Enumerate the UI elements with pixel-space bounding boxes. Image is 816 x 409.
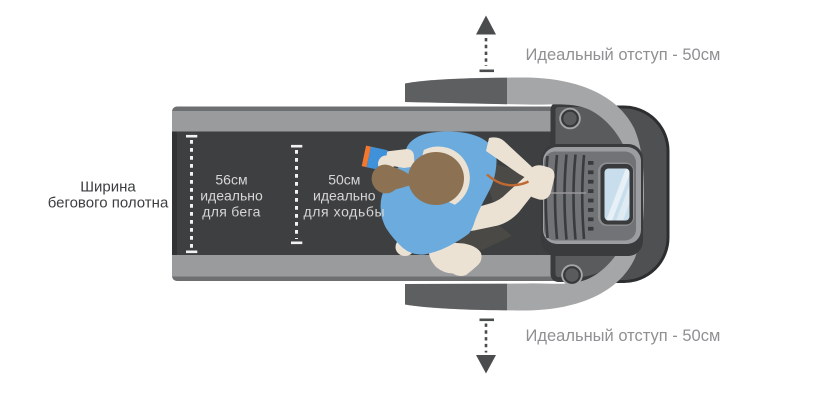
svg-text:бегового полотна: бегового полотна <box>48 194 169 211</box>
svg-text:идеально: идеально <box>200 188 263 204</box>
svg-text:50см: 50см <box>328 172 360 188</box>
svg-text:для бега: для бега <box>202 204 260 220</box>
svg-text:Идеальный отступ - 50см: Идеальный отступ - 50см <box>526 327 721 345</box>
svg-text:Ширина: Ширина <box>80 178 136 195</box>
svg-text:56см: 56см <box>215 172 247 188</box>
svg-text:для ходьбы: для ходьбы <box>303 204 385 220</box>
svg-text:Идеальный отступ - 50см: Идеальный отступ - 50см <box>526 46 721 64</box>
svg-text:идеально: идеально <box>313 188 376 204</box>
